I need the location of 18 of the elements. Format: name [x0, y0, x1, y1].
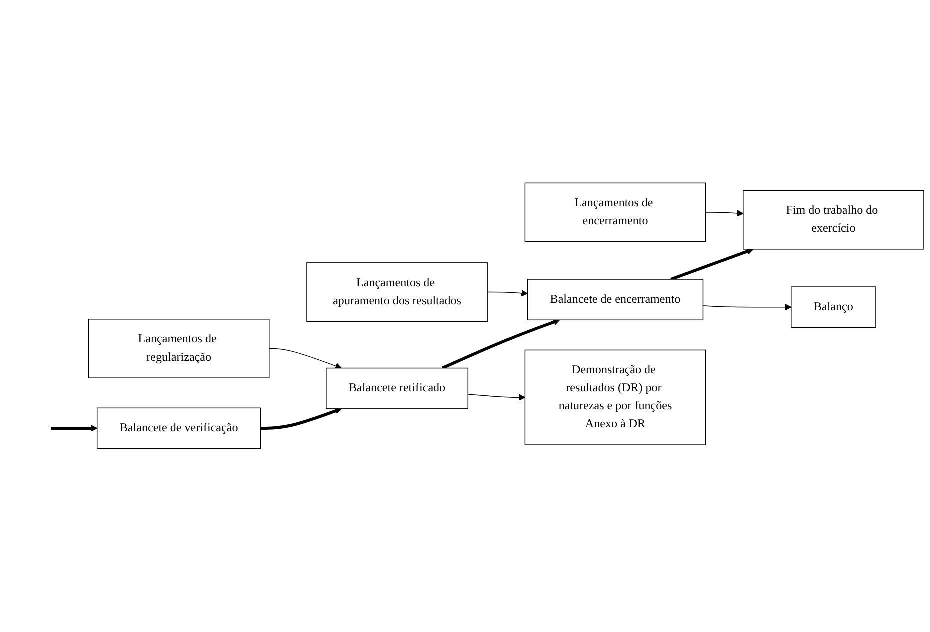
node-box: Demonstração de resultados (DR) por naturezas e por funções Anexo à DR	[524, 350, 706, 446]
node-box: Lançamentos de apuramento dos resultados	[306, 262, 488, 322]
arrow	[51, 425, 98, 432]
arrow	[705, 210, 744, 217]
arrow	[487, 290, 528, 297]
node-box: Balancete retificado	[326, 368, 469, 410]
arrow	[269, 348, 342, 370]
arrow	[468, 394, 526, 401]
arrow	[442, 319, 560, 370]
node-box: Balancete de verificação	[96, 408, 262, 450]
node-box: Balanço	[791, 286, 876, 328]
arrow	[702, 304, 792, 311]
arrow	[260, 408, 342, 430]
arrow	[670, 248, 754, 281]
node-box: Lançamentos de encerramento	[524, 182, 706, 242]
node-box: Fim do trabalho do exercício	[743, 190, 924, 250]
node-box: Balancete de encerramento	[527, 279, 704, 321]
node-box: Lançamentos de regularização	[88, 319, 270, 378]
